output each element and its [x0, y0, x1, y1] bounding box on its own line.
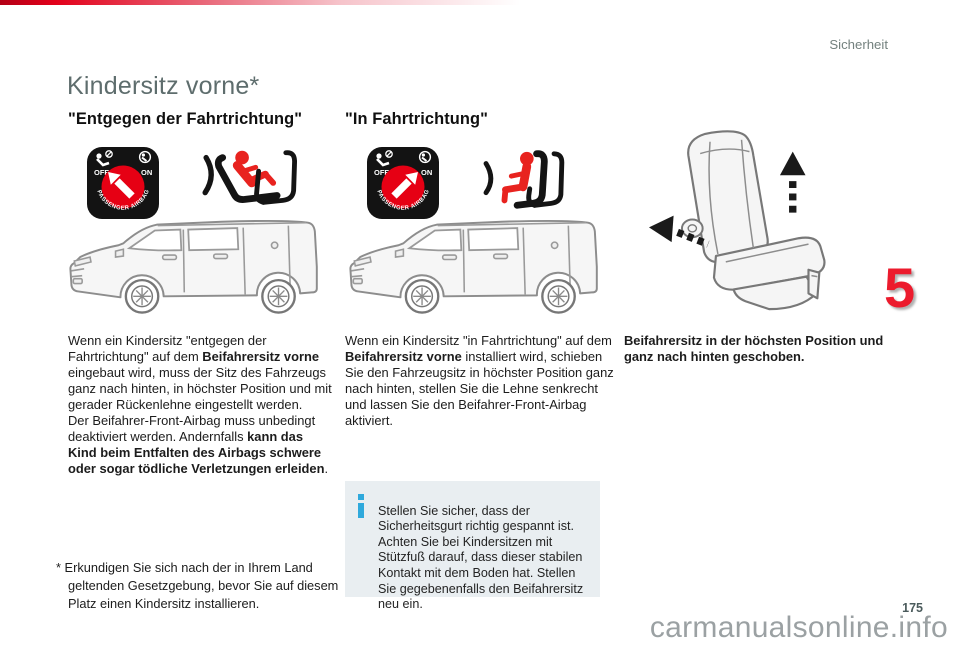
section-label: Sicherheit [829, 37, 888, 52]
child-figure [232, 150, 277, 188]
seat-cushion [712, 236, 826, 291]
passenger-airbag-on-icon: OFF ON PASSENGER AIRBAG [367, 147, 439, 219]
page-title: Kindersitz vorne* [67, 72, 260, 100]
footnote: * Erkundigen Sie sich nach der in Ihrem … [56, 559, 356, 613]
chapter-number: 5 [884, 256, 916, 319]
bold-segment: Beifahrersitz vorne [345, 348, 462, 364]
info-box-text: Stellen Sie sicher, dass der Sicherheits… [378, 503, 584, 612]
vehicle-seat-outline [254, 150, 297, 205]
recline-knob [680, 218, 704, 239]
height-adjust-arrow [779, 151, 806, 217]
text-segment: Wenn ein Kindersitz "entgegen der Fahrtr… [68, 332, 267, 364]
rearward-body-paragraph: Wenn ein Kindersitz "entgegen der Fahrtr… [68, 333, 334, 477]
rear-wheel [541, 278, 576, 314]
heading-rearward: "Entgegen der Fahrtrichtung" [68, 110, 303, 128]
dashboard-arc [483, 161, 494, 196]
header-accent-rule [0, 0, 548, 5]
airbag-on-label: ON [141, 168, 152, 177]
slide-back-arrow [648, 215, 710, 248]
info-icon [358, 494, 364, 518]
childseat-shell [214, 154, 281, 203]
forward-seat-glyph [418, 150, 432, 164]
child-figure [501, 151, 534, 204]
passenger-airbag-off-icon: OFF ON PASSENGER AIRBAG [87, 147, 159, 219]
page-number: 175 [902, 601, 923, 615]
footnote-marker: * [56, 559, 61, 575]
text-segment: . [324, 460, 329, 476]
forward-seat-glyph [138, 150, 152, 164]
rearward-seat-glyph [376, 150, 393, 167]
airbag-off-label: OFF [374, 168, 389, 177]
rear-wheel [261, 278, 296, 314]
watermark: carmanualsonline.info [649, 611, 948, 644]
forward-body-paragraph: Wenn ein Kindersitz "in Fahrtrichtung" a… [345, 333, 615, 429]
arrow-to-off [108, 172, 135, 199]
airbag-on-label: ON [421, 168, 432, 177]
seat-position-caption: Beifahrersitz in der höchsten Position u… [624, 332, 884, 364]
front-wheel [404, 278, 440, 314]
text-segment: installiert wird, schieben Sie den Fahrz… [345, 348, 614, 428]
text-segment: Der Beifahrer-Front-Airbag muss unbeding… [68, 412, 316, 444]
van-side-illustration [69, 219, 318, 314]
front-wheel [124, 278, 160, 314]
rearward-seat-glyph [96, 150, 113, 167]
dashboard-arc [202, 154, 214, 196]
text-segment: eingebaut wird, muss der Sitz des Fahrze… [68, 364, 332, 412]
vehicle-seat-outline [526, 151, 565, 208]
childseat-shell [513, 150, 548, 209]
airbag-off-label: OFF [94, 168, 109, 177]
footnote-text: Erkundigen Sie sich nach der in Ihrem La… [60, 559, 339, 611]
info-box: Stellen Sie sicher, dass der Sicherheits… [345, 481, 600, 611]
bold-segment: kann das Kind beim Entfalten des Airbags… [68, 428, 325, 476]
rearward-facing-childseat-icon [202, 150, 297, 205]
arrow-to-on [391, 172, 418, 199]
van-side-illustration [349, 219, 598, 314]
heading-forward: "In Fahrtrichtung" [345, 110, 488, 128]
forward-facing-childseat-icon [483, 150, 565, 209]
text-segment: Wenn ein Kindersitz "in Fahrtrichtung" a… [345, 332, 612, 348]
bold-segment: Beifahrersitz vorne [202, 348, 320, 364]
passenger-seat-illustration [648, 130, 826, 311]
seat-side-lever [807, 268, 821, 300]
